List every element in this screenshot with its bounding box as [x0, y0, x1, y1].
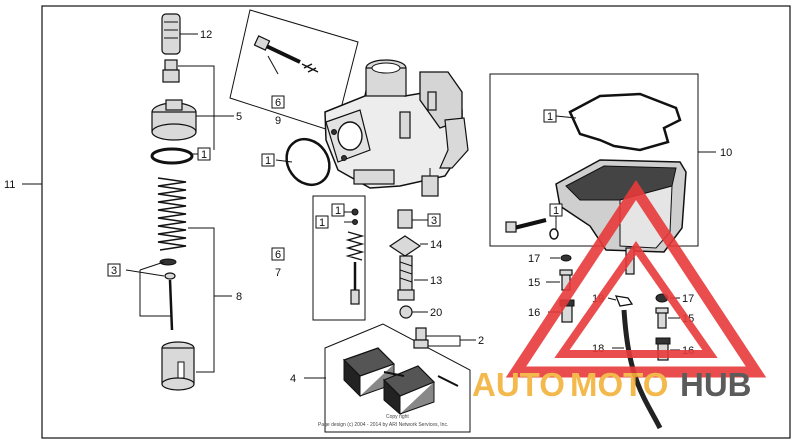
jet-needle-part	[168, 279, 174, 331]
callout-16-a: 16	[528, 307, 540, 319]
throttle-valve-part	[161, 341, 195, 391]
needle-jet-holder-part	[388, 209, 422, 319]
callout-7: 7	[275, 267, 281, 279]
callout-17-b: 17	[682, 293, 694, 305]
callout-box-6-b	[271, 247, 285, 261]
float-group-box	[324, 323, 471, 433]
carburetor-body	[324, 59, 469, 197]
callout-2: 2	[478, 335, 484, 347]
part-15-screw-right	[655, 307, 669, 329]
callout-12: 12	[200, 29, 212, 41]
callout-15-a: 15	[528, 277, 540, 289]
part-18-drain-tube	[621, 309, 663, 430]
callout-14: 14	[430, 239, 442, 251]
callout-1-e: 1	[547, 111, 553, 123]
callout-box-1-f	[549, 203, 563, 217]
float-valve-group-box	[312, 195, 366, 321]
spring-part	[157, 177, 187, 251]
callout-box-1-d	[315, 215, 329, 229]
callout-1-f: 1	[553, 205, 559, 217]
drain-o-ring-part	[549, 228, 559, 240]
locknut-part	[162, 59, 180, 83]
callout-box-1-c	[331, 203, 345, 217]
callout-box-1-b	[261, 153, 275, 167]
pilot-screw-part	[253, 35, 319, 73]
outer-frame	[41, 5, 791, 439]
callout-9: 9	[275, 115, 281, 127]
footer-copyright: Copy right	[386, 414, 409, 420]
logo-triangle-inner	[554, 241, 718, 358]
float-chamber-gasket-part	[568, 92, 682, 152]
logo-triangle-outer	[505, 180, 767, 378]
part-4-float	[342, 347, 459, 416]
logo-word-auto: AUTO	[472, 366, 565, 403]
callout-box-1-e	[543, 109, 557, 123]
logo-word-moto: MOTO	[570, 366, 668, 403]
footer-credit: Page design (c) 2004 - 2014 by ARI Netwo…	[318, 422, 448, 428]
callout-box-3-b	[427, 213, 441, 227]
callout-3-b: 3	[431, 215, 437, 227]
callout-box-1-a	[197, 147, 211, 161]
callout-10: 10	[720, 147, 732, 159]
top-gasket-part	[150, 147, 194, 165]
callout-box-3-a	[107, 263, 121, 277]
callout-8: 8	[236, 291, 242, 303]
callout-6-b: 6	[275, 249, 281, 261]
callout-1-a: 1	[201, 149, 207, 161]
float-valve-small-parts	[345, 208, 365, 305]
logo-word-hub: HUB	[680, 366, 752, 403]
callout-5: 5	[236, 111, 242, 123]
part-5-carb-top	[151, 99, 197, 141]
callout-6-a: 6	[275, 97, 281, 109]
callout-3-a: 3	[111, 265, 117, 277]
callout-13: 13	[430, 275, 442, 287]
part-2-main-jet	[413, 327, 429, 349]
automotohub-logo: AUTO MOTO HUB	[472, 180, 767, 403]
part-12-cable-adjuster	[161, 13, 181, 55]
callout-1-b: 1	[265, 155, 271, 167]
callout-20: 20	[430, 307, 442, 319]
callout-17-a: 17	[528, 253, 540, 265]
callout-1-c: 1	[335, 205, 341, 217]
part-17-washer-left	[560, 254, 572, 262]
drain-screw-part	[505, 218, 547, 233]
callout-4: 4	[290, 373, 296, 385]
callout-box-6-a	[271, 95, 285, 109]
part-19-clip	[614, 295, 634, 307]
callout-1-d: 1	[319, 217, 325, 229]
callout-11: 11	[4, 179, 15, 191]
needle-clip-part	[159, 258, 177, 280]
body-o-ring-part	[285, 137, 331, 187]
